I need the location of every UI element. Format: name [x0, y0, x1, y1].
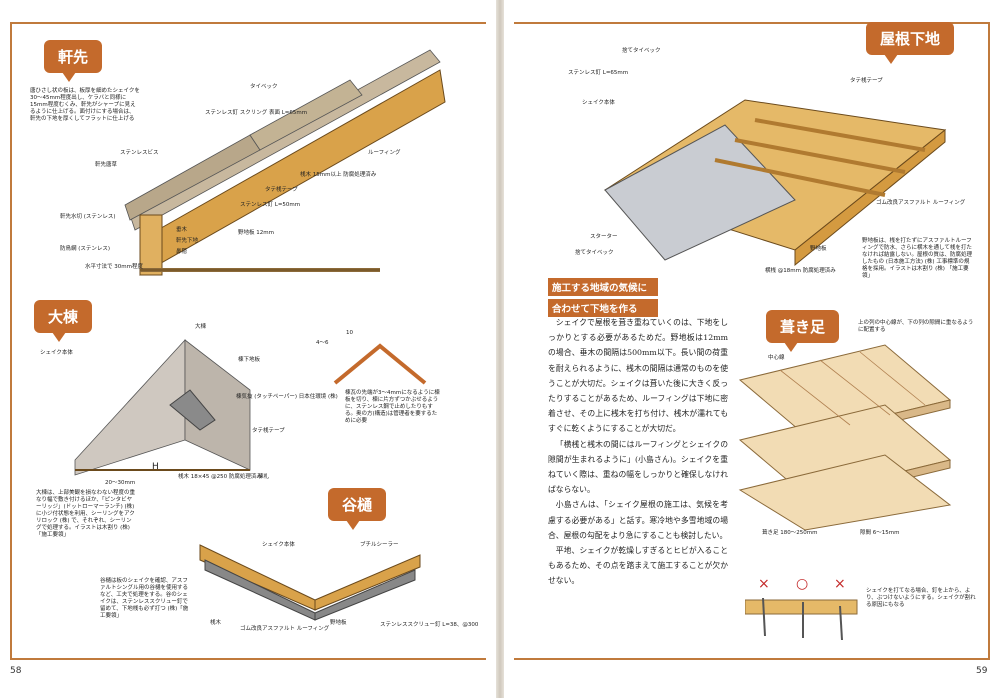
eaves-label-13: 鼻隠 — [176, 249, 188, 255]
roof-base-title-tag: 屋根下地 — [866, 22, 955, 64]
ridge-label-10: 10 — [346, 330, 353, 336]
right-frame-bottom — [514, 658, 990, 660]
nail-note: シェイクを打てなる場合、釘を上から、より、ぶつけないようにする。シェイクが割れる… — [866, 588, 976, 608]
valley-label-3: ゴム改良アスファルト ルーフィング — [240, 626, 330, 632]
eaves-label-4: 軒先唐草 — [95, 162, 118, 168]
ridge-diagram — [74, 338, 251, 476]
ridge-label-2: 棟下地板 — [238, 357, 261, 363]
valley-label-5: ステンレススクリュー釘 L=38、@300 — [380, 622, 479, 628]
eaves-label-8: 軒先水切 (ステンレス) — [60, 214, 116, 220]
article-paragraph-4: 平地、シェイクが乾燥しすぎるとヒビが入ることもあるため、その点を踏まえて施工する… — [548, 546, 728, 586]
eaves-note: 唐ひさし状の板は、板厚を細めたシェイクを30～45mm程度出し、ケラバと同様に1… — [30, 88, 140, 122]
left-frame-side — [10, 22, 12, 658]
gutter — [496, 0, 504, 698]
left-page-number: 58 — [10, 666, 22, 676]
spacing-label-3: 隙間 6～15mm — [860, 530, 900, 536]
roof-base-label-2: シェイク本体 — [582, 100, 615, 106]
spacing-diagram — [738, 344, 952, 531]
left-frame-top — [10, 22, 486, 24]
article-heading-line-1: 施工する地域の気候に — [548, 278, 658, 296]
roof-base-label-1: ステンレス釘 L=65mm — [568, 70, 629, 76]
roof-base-diagram — [603, 99, 947, 267]
valley-label-0: シェイク本体 — [262, 542, 295, 548]
left-frame-bottom — [10, 658, 486, 660]
roof-base-label-3: タテ桟テープ — [850, 78, 883, 84]
article-paragraph-1: シェイクで屋根を葺き重ねていくのは、下地をしっかりとする必要があるためだ。野地板… — [548, 318, 728, 434]
good-nail-symbol: ○ — [796, 576, 809, 592]
eaves-label-7: ステンレス釘 L=50mm — [240, 202, 301, 208]
ridge-title-tag: 大棟 — [34, 300, 93, 342]
ridge-cap-detail — [333, 343, 427, 385]
eaves-label-12: 軒先下地 — [176, 238, 199, 244]
valley-diagram — [199, 544, 421, 621]
spacing-label-2: 葺き足 180～250mm — [762, 530, 818, 536]
article-paragraph-2: 「横桟と桟木の間にはルーフィングとシェイクの隙間が生まれるように」(小島さん)。… — [548, 439, 728, 495]
right-page-number: 59 — [976, 666, 988, 676]
right-frame-top — [514, 22, 990, 24]
article-paragraph-3: 小島さんは、「シェイク屋根の施工は、気候を考慮する必要がある」と話す。寒冷地や多… — [548, 500, 728, 540]
roof-base-label-4: ゴム改良アスファルト ルーフィング — [876, 200, 966, 206]
ridge-label-6: 桟木 18×45 @250 防腐処理済み — [178, 474, 262, 480]
roof-base-label-5: スターター — [590, 234, 618, 240]
valley-label-2: 桟木 — [210, 620, 222, 626]
valley-label-1: ブチルシーラー — [360, 542, 399, 548]
ridge-label-5: 棟札 — [258, 474, 270, 480]
eaves-label-14: 水平寸法で 30mm程度 — [85, 264, 143, 270]
eaves-label-11: 垂木 — [176, 227, 188, 233]
eaves-label-9: 野地板 12mm — [238, 230, 274, 236]
valley-title-tag: 谷樋 — [328, 488, 387, 530]
roof-base-note: 野地板は、桟を打たずにアスファルトルーフィングで防水、さらに横木を通して桟を打た… — [862, 238, 973, 279]
ridge-label-3: 棟気抜 (タッチペーパー) 日本住環境 (株) — [236, 394, 338, 400]
ridge-label-4: タテ桟テープ — [252, 428, 285, 434]
article-heading-line-2: 合わせて下地を作る — [548, 299, 658, 317]
bad-nail-symbol-1: × — [758, 576, 770, 592]
roof-base-label-7: 野地板 — [810, 246, 827, 252]
ridge-label-7: 20～30mm — [105, 480, 136, 486]
eaves-label-3: ステンレスビス — [120, 150, 159, 156]
eaves-label-5: 桟木 15mm以上 防腐処理済み — [300, 172, 377, 178]
eaves-label-0: タイベック — [250, 84, 278, 90]
eaves-label-1: ステンレス釘 スクリング 表面 L=65mm — [205, 110, 308, 116]
ridge-label-8: H — [152, 462, 159, 472]
eaves-title-tag: 軒先 — [44, 40, 103, 82]
right-frame-side — [988, 22, 990, 658]
valley-note: 谷樋は板のシェイクを確認、アスファルトシングル用の谷樋を使用するなど、工夫で処理… — [100, 578, 189, 619]
eaves-label-10: 防鳥網 (ステンレス) — [60, 246, 111, 252]
spacing-title-tag: 葺き足 — [766, 310, 840, 352]
ridge-label-9: 4～6 — [316, 340, 329, 346]
roof-base-label-6: 捨てタイベック — [575, 250, 614, 256]
spacing-label-1: 中心線 — [768, 355, 785, 361]
ridge-note-right: 棟瓦の先端が3～4mmになるように棟板を切り、棟に片方ずつかぶせるように、ステン… — [345, 390, 440, 424]
article-heading: 施工する地域の気候に 合わせて下地を作る — [548, 278, 658, 320]
ridge-note-left: 大棟は、上部美観を損なわない程度の重なり幅で敷き付けるほか、「ピンタビヤーリッジ… — [36, 490, 136, 538]
valley-label-4: 野地板 — [330, 620, 347, 626]
roof-base-label-0: 捨てタイベック — [622, 48, 661, 54]
spacing-label-0: 上の列の中心線が、下の列の隙間に重なるように配置する — [858, 320, 974, 333]
eaves-label-2: ルーフィング — [368, 150, 401, 156]
article-body: シェイクで屋根を葺き重ねていくのは、下地をしっかりとする必要があるためだ。野地板… — [548, 315, 728, 589]
ridge-label-0: 大棟 — [195, 324, 207, 330]
nail-diagram — [745, 598, 858, 641]
eaves-label-6: タテ桟テープ — [265, 187, 298, 193]
ridge-label-1: シェイク本体 — [40, 350, 73, 356]
eaves-diagram — [124, 49, 446, 276]
bad-nail-symbol-2: × — [834, 576, 846, 592]
roof-base-label-8: 横桟 @18mm 防腐処理済み — [765, 268, 836, 274]
